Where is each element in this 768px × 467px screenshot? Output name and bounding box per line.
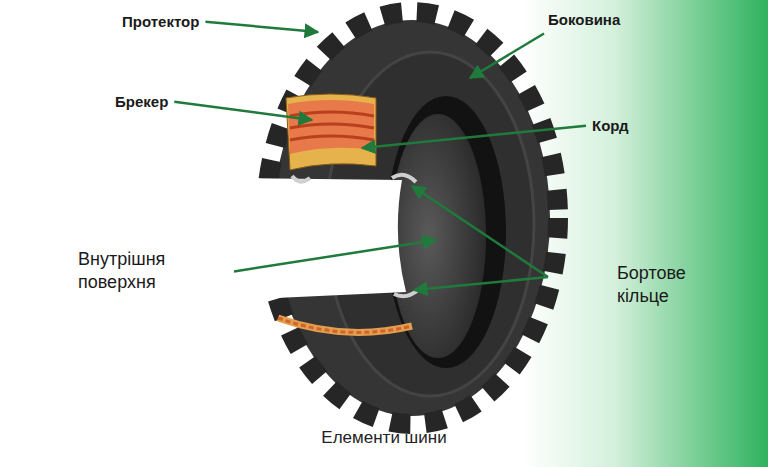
cutaway-opening: [235, 178, 406, 300]
breaker-ply: [290, 136, 374, 140]
part-label: Протектор: [122, 12, 199, 32]
bead-ring: [392, 175, 416, 182]
diagram-caption: Елементи шини: [0, 428, 768, 448]
leader-line: [470, 34, 544, 79]
leader-line: [412, 186, 548, 277]
inner-surface: [390, 114, 486, 358]
leader-line: [205, 22, 318, 32]
part-label: Брекер: [115, 92, 168, 112]
bead-ring: [292, 176, 310, 182]
leader-line: [174, 102, 312, 120]
cord-layer: [278, 318, 412, 332]
part-label: Корд: [592, 116, 629, 136]
breaker-ply: [290, 124, 374, 128]
leader-line: [234, 240, 436, 271]
part-label: Боковина: [548, 10, 620, 30]
cord-layer: [286, 94, 376, 170]
breaker-layer: [278, 318, 412, 332]
breaker-ply: [290, 112, 374, 116]
part-label: Бортове кільце: [617, 262, 727, 309]
leader-line: [414, 277, 548, 290]
breaker-layer: [288, 100, 374, 154]
leader-line: [362, 126, 586, 148]
part-label: Внутрішня поверхня: [78, 248, 228, 295]
